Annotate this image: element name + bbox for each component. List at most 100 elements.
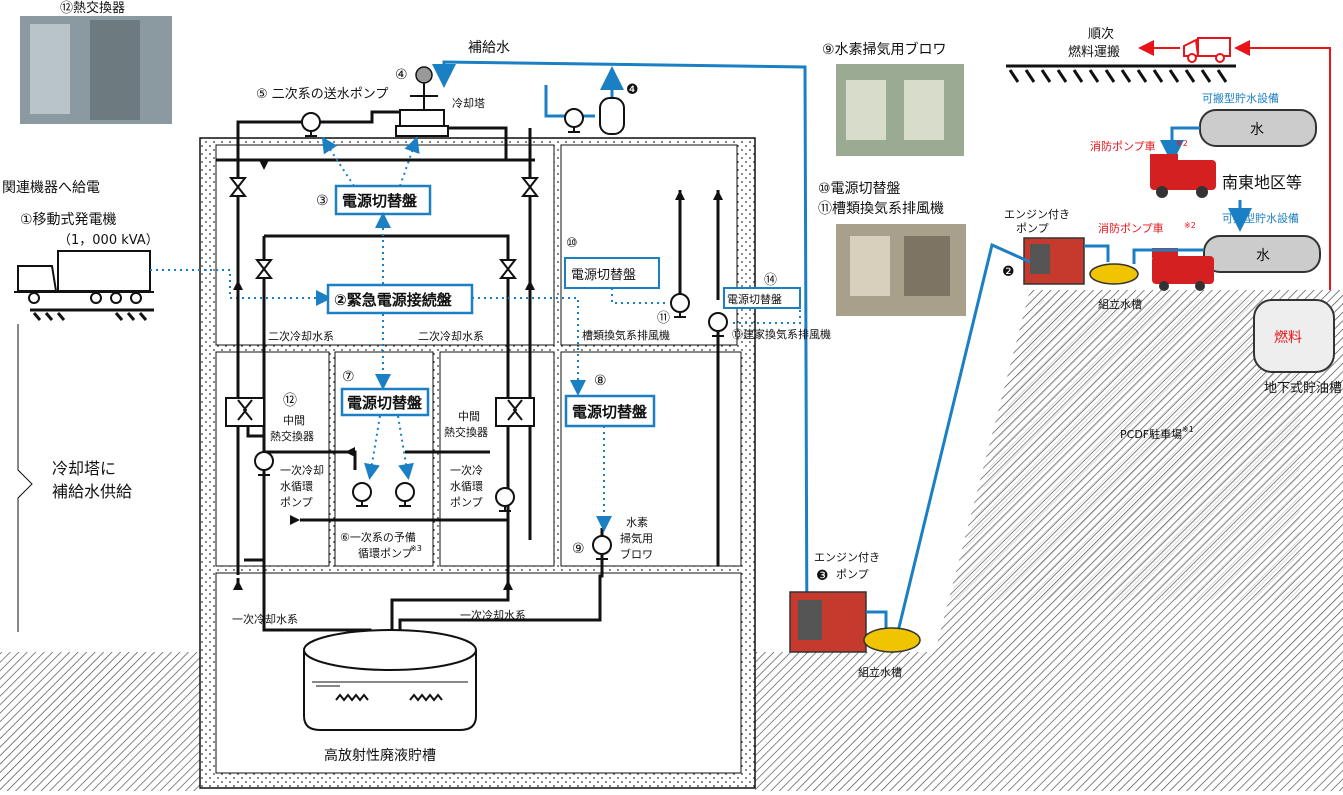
engine-pump-label-1: エンジン付き [1004,208,1070,221]
tank-exhaust-label: 槽類換気系排風機 [582,328,670,342]
engine-pump-label-2: ポンプ [1016,222,1049,235]
southeast-label: 南東地区等 [1222,173,1302,192]
water-line-down [886,242,1031,654]
fuel-arrow-return [1234,40,1331,290]
ground-hatching [0,290,1343,791]
pump-right-2: 水循環 [450,480,483,493]
marker-3: ❸ [816,568,829,584]
fuel-label: 燃料 [1274,329,1302,346]
sequence-label-1: 順次 [1088,26,1114,42]
p6-line1: ⑥一次系の予備 [340,530,416,544]
h2-label-2: 掃気用 [620,531,653,545]
hx-left-1: 中間 [283,414,305,427]
switchboard-10: 電源切替盤 [564,257,660,289]
fire-truck-label-2: 消防ポンプ車 [1098,221,1164,235]
engine-pump-top-icon [1023,237,1085,285]
photo-heat-exchanger [20,16,172,124]
switchboard-2: ②緊急電源接続盤 [326,283,474,315]
generator-ground-icon [30,308,154,321]
pump-left-1: 一次冷却 [280,463,324,477]
parking-mark: ※1 [1182,425,1194,434]
waste-tank-icon [303,629,477,731]
switchboard-14: 電源切替盤 [723,287,801,309]
generator-name: ①移動式発電機 [20,212,117,228]
engine-pump-b-label-1: エンジン付き [814,551,880,564]
switchboard-7: 電源切替盤 [340,387,430,417]
building-wall [199,137,756,789]
h2-label-1: 水素 [626,516,648,529]
photo-hydrogen-blower [836,64,964,156]
engine-pump-b-label-2: ポンプ [836,568,869,581]
p14-number: ⑭ [764,273,777,288]
switchboard-7-label: 電源切替盤 [347,394,423,412]
marker-2: ❷ [1002,264,1015,280]
switchboard-10-label: 電源切替盤 [571,268,636,283]
p11-number: ⑪ [657,311,670,326]
fire-truck-mark-2: ※2 [1184,221,1196,230]
exhaust-fan-icons [670,293,728,337]
supply-power-label: 関連機器へ給電 [2,180,100,196]
p5-label: ⑤ 二次系の送水ポンプ [256,86,388,102]
road-stripe [1006,64,1236,83]
photo-heat-exchanger-label: ⑫熱交換器 [60,0,125,16]
secondary-pump-icon [301,112,321,137]
p3-number: ③ [316,193,329,209]
p7-number: ⑦ [342,369,355,385]
fuel-tank-icon: 燃料 [1253,299,1335,373]
p9-number: ⑨ [572,541,585,557]
water-tank-top-label: 水 [1250,122,1264,138]
power-lines [321,136,801,532]
valve-icons [228,177,540,279]
underground-tank-label: 地下式貯油槽 [1264,381,1342,396]
pump-left-3: ポンプ [280,496,313,509]
sequence-label-2: 燃料運搬 [1068,44,1120,60]
hx-left-2: 熱交換器 [270,429,314,443]
cooling-tower-label: 冷却塔 [452,97,485,110]
p6-mark: ※3 [410,544,422,553]
h2-label-3: ブロワ [620,547,653,561]
primary-left-label: 一次冷却水系 [232,612,298,626]
photo-switchboard-label-1: ⑩電源切替盤 [818,181,901,197]
fire-truck-mark: ※2 [1176,139,1188,148]
cooling-tower-icon [395,66,449,137]
primary-pump-icons [254,451,612,560]
assembly-tank-label-2: 組立水槽 [858,665,902,679]
portable-water-top-label: 可搬型貯水設備 [1202,91,1279,105]
hx-right-1: 中間 [458,410,480,423]
photo-switchboard [836,224,966,316]
switchboard-8-label: 電源切替盤 [572,403,648,421]
fire-truck-icon-top [1150,154,1216,198]
tank-label: 高放射性廃液貯槽 [324,747,436,764]
p6-line2: 循環ポンプ [358,547,413,560]
makeup-tank-icon [599,97,625,135]
photo-hydrogen-blower-label: ⑨水素掃気用ブロワ [822,41,947,58]
switchboard-3: 電源切替盤 [334,184,432,216]
assembly-tank-top-icon [1089,263,1139,285]
left-brace [17,324,33,632]
parking-label: PCDF駐車場 [1120,427,1182,441]
supply-water-label-1: 冷却塔に [52,459,116,478]
makeup-pump-icon [564,108,584,133]
generator-truck-icon [14,250,154,304]
switchboard-8: 電源切替盤 [564,394,656,428]
hx-right-2: 熱交換器 [444,425,488,439]
water-tank-top-icon: 水 [1199,109,1317,147]
water-tank-mid-icon: 水 [1203,235,1321,273]
water-line-fire [1132,248,1204,264]
pump-right-1: 一次冷 [450,463,483,477]
p13-label: ⑬建家換気系排風機 [732,327,831,341]
power-line-generator [150,269,332,306]
switchboard-3-label: 電源切替盤 [342,192,418,210]
secondary-left-label: 二次冷却水系 [268,329,334,343]
fuel-truck-icon [1183,37,1231,63]
secondary-right-label: 二次冷却水系 [418,329,484,343]
fire-truck-icon-mid [1152,248,1214,291]
p2-label: ②緊急電源接続盤 [334,291,453,309]
fire-truck-label: 消防ポンプ車 [1090,139,1156,153]
engine-pump-bottom-icon [789,591,867,653]
generator-capacity: （1，000 kVA） [58,233,159,248]
pump-left-2: 水循環 [280,480,313,493]
water-tank-mid-label: 水 [1256,248,1270,264]
